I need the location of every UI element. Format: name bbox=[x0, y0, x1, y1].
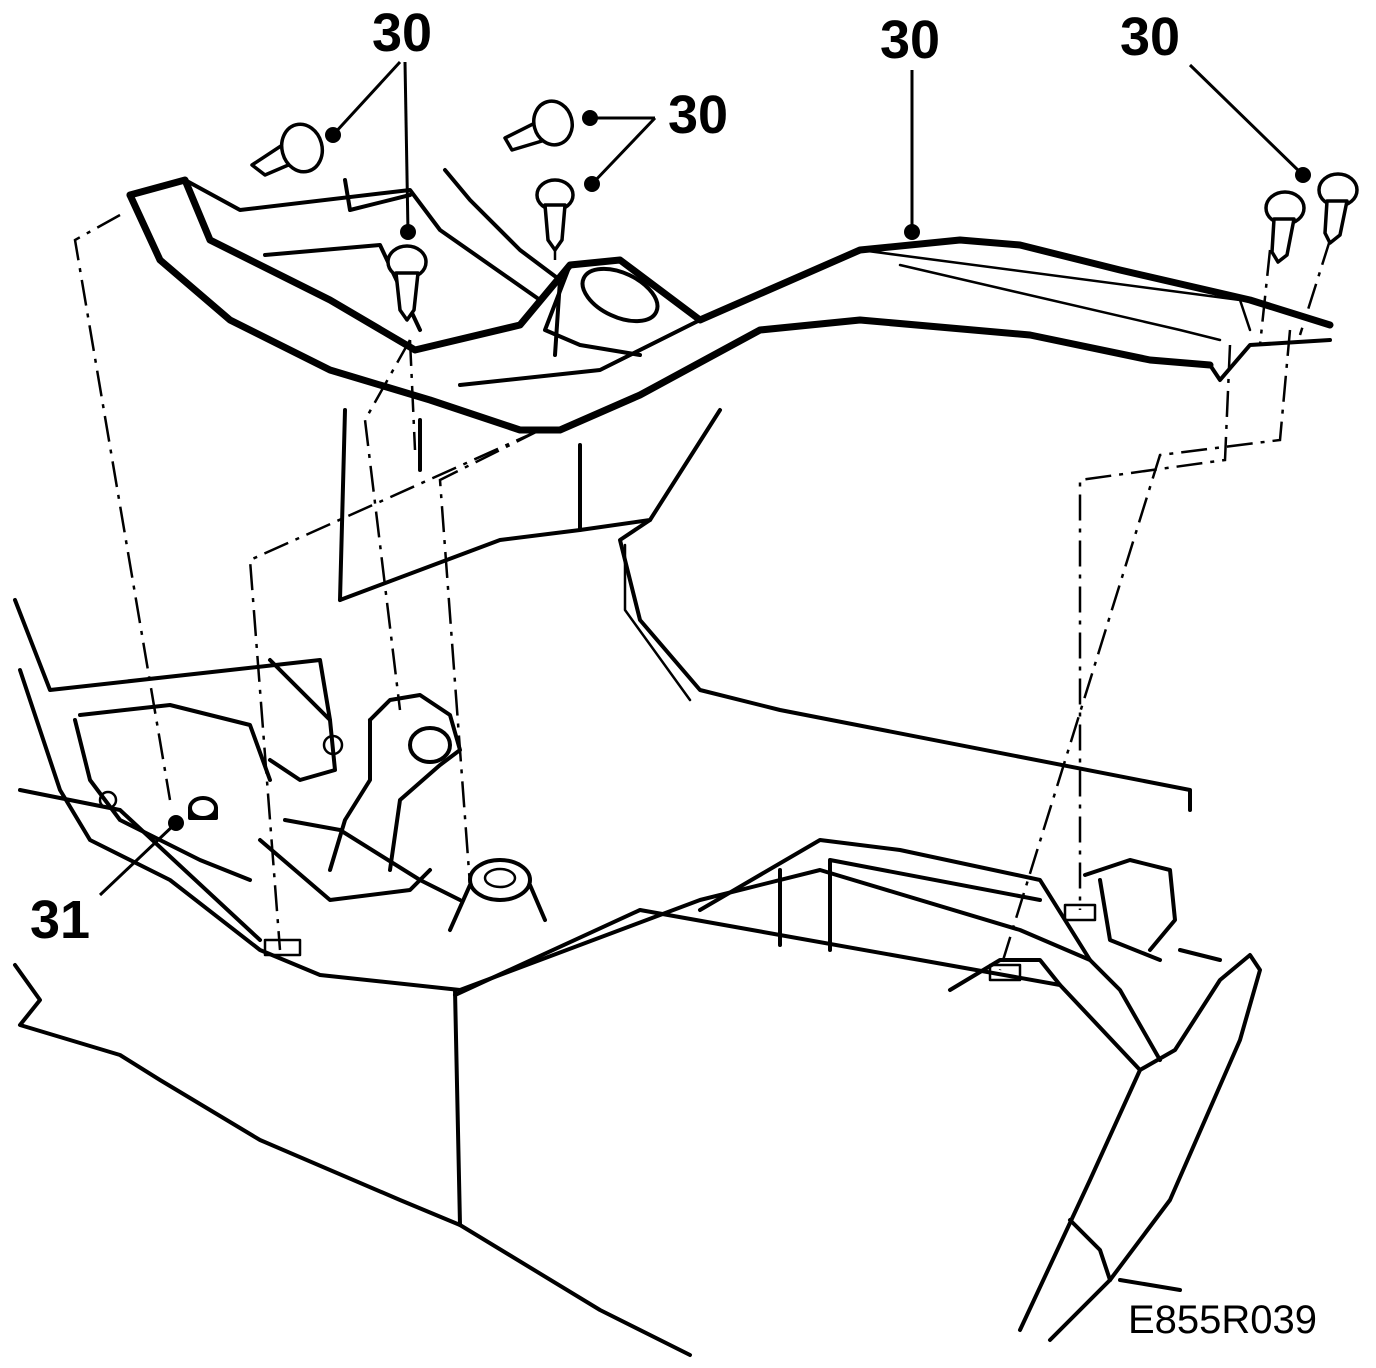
screw-icon bbox=[1264, 190, 1306, 264]
callout-leaders bbox=[98, 60, 1311, 897]
screw-icon bbox=[503, 99, 574, 152]
callout-30-top-right: 30 bbox=[1120, 7, 1181, 67]
screw-icon bbox=[250, 122, 325, 177]
screw-icon bbox=[1317, 172, 1359, 245]
callout-30-top-left: 30 bbox=[372, 3, 433, 63]
screw-icon bbox=[535, 178, 575, 252]
callout-31: 31 bbox=[30, 890, 91, 950]
clip-icon bbox=[188, 796, 218, 820]
callout-30-top-mid: 30 bbox=[668, 85, 729, 145]
console-trim-panel bbox=[126, 168, 1334, 812]
figure-code: E855R039 bbox=[1128, 1298, 1318, 1342]
alignment-lines bbox=[73, 213, 1332, 971]
screw-icon bbox=[386, 244, 428, 322]
callout-30-top-center: 30 bbox=[880, 10, 941, 70]
console-body bbox=[13, 598, 1262, 1357]
